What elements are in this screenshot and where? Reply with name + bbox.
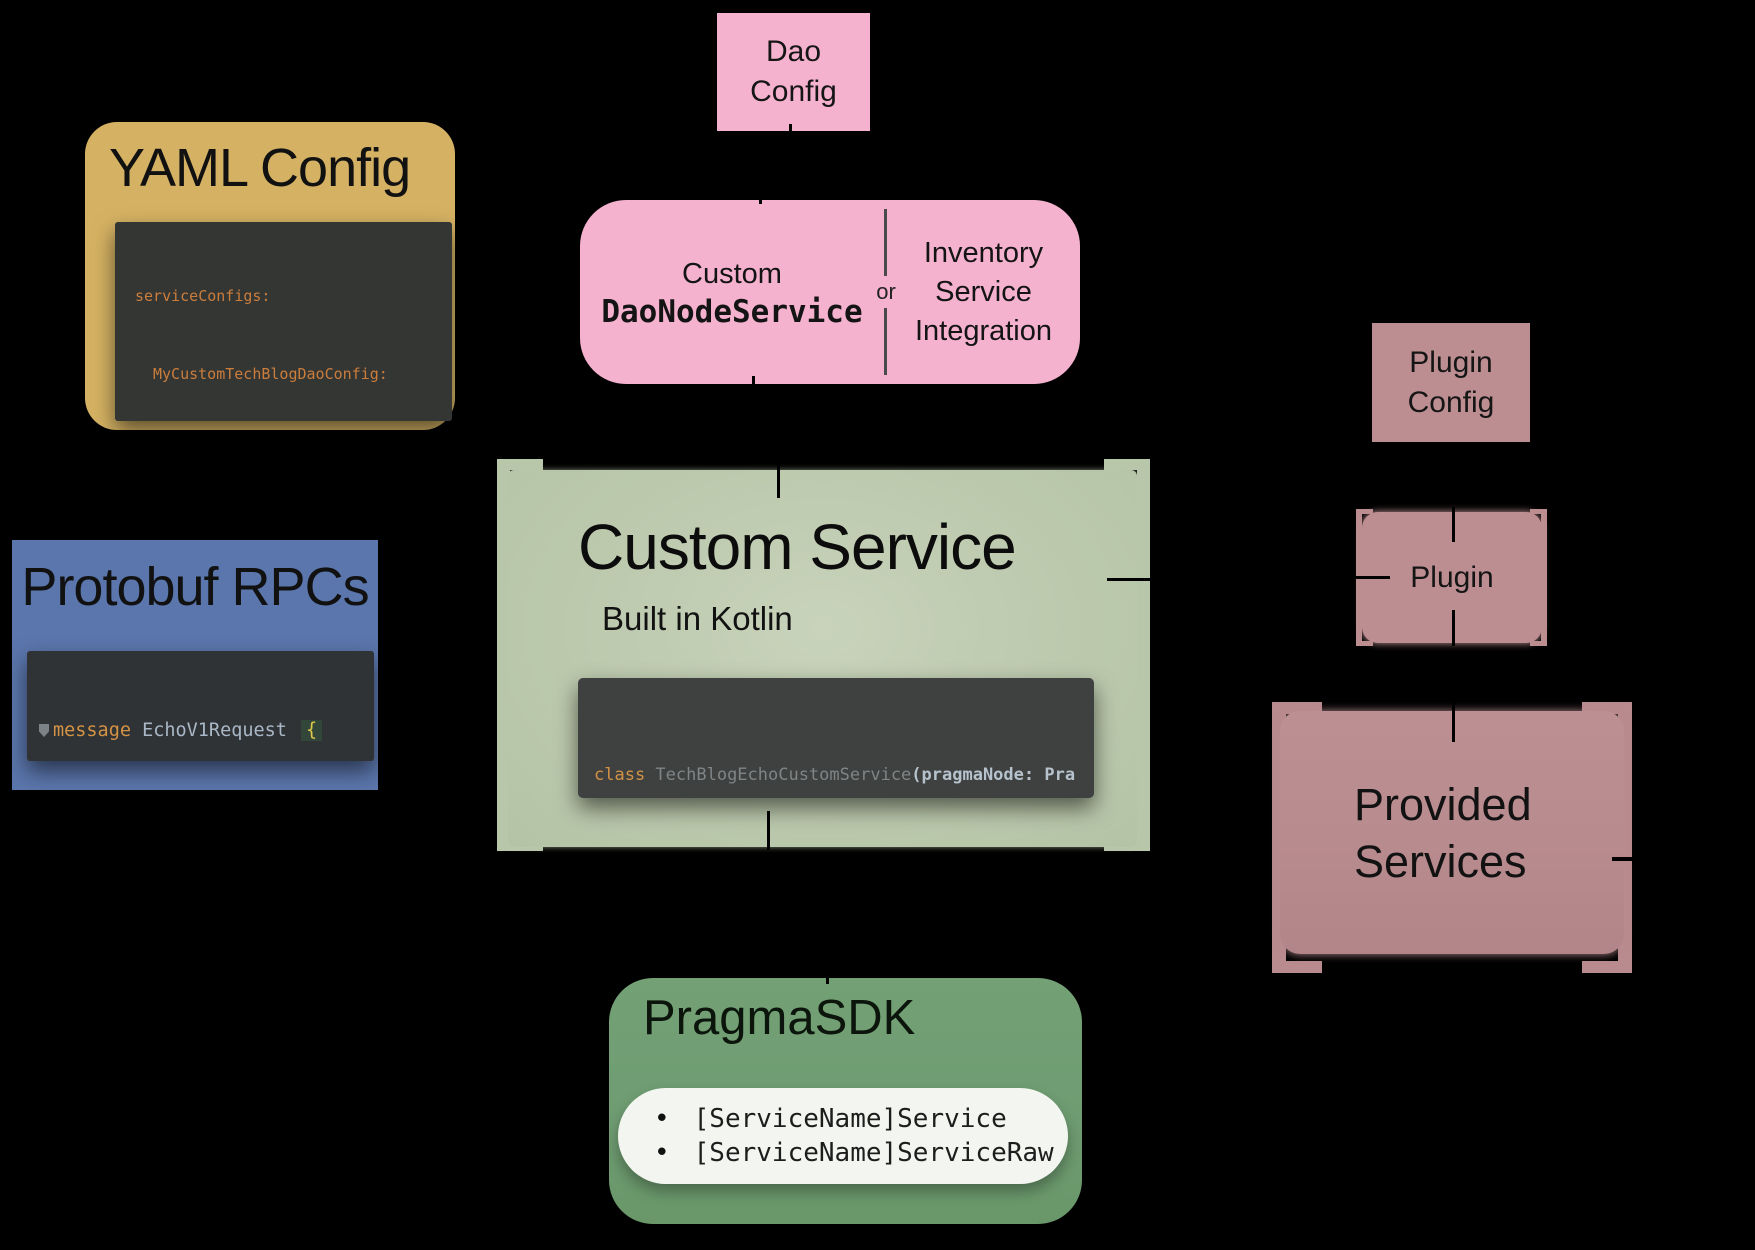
plugin-right-bracket (1530, 509, 1547, 646)
connector-tick (1452, 610, 1455, 646)
node-custom-service: Custom Service Built in Kotlin class Tec… (508, 470, 1137, 847)
custom-service-title: Custom Service (578, 511, 1017, 583)
sdk-services-list: • [ServiceName]Service • [ServiceName]Se… (618, 1088, 1068, 1184)
yaml-config-title: YAML Config (109, 138, 411, 198)
kotlin-code-block: class TechBlogEchoCustomService(pragmaNo… (578, 678, 1094, 798)
connector-tick (1612, 857, 1642, 861)
yaml-code-line: MyCustomTechBlogDaoConfig: (153, 365, 388, 383)
gutter-marker-icon (39, 724, 49, 737)
node-plugin-config: Plugin Config (1372, 323, 1530, 442)
node-dao-config: Dao Config (717, 13, 870, 131)
connector-tick (759, 192, 762, 204)
connector-tick (826, 972, 829, 984)
daonodeservice-label: DaoNodeService (601, 294, 863, 330)
provided-services-label: Provided Services (1354, 778, 1532, 887)
proto-code-line: message EchoV1Request { (38, 716, 374, 745)
inventory-service-label: Inventory Service Integration (914, 236, 1053, 347)
sdk-list-item: • [ServiceName]ServiceRaw (654, 1136, 1068, 1170)
connector-tick (1107, 578, 1152, 581)
node-provided-services: Provided Services (1280, 711, 1624, 954)
plugin-label: Plugin (1410, 560, 1494, 594)
sdk-list-item: • [ServiceName]Service (654, 1102, 1068, 1136)
bullet-icon: • (654, 1138, 670, 1168)
node-pragma-sdk: PragmaSDK • [ServiceName]Service • [Serv… (609, 978, 1082, 1224)
pragma-sdk-title: PragmaSDK (643, 991, 916, 1045)
sdk-item-label: [ServiceName]Service (693, 1104, 1007, 1134)
kotlin-code-line: class TechBlogEchoCustomService(pragmaNo… (594, 765, 1076, 785)
yaml-code-line: serviceConfigs: (135, 287, 271, 305)
dao-config-label: Dao Config (750, 35, 837, 108)
node-yaml-config: YAML Config serviceConfigs: MyCustomTech… (85, 122, 455, 430)
or-label: or (862, 276, 910, 308)
sdk-item-label: [ServiceName]ServiceRaw (693, 1138, 1054, 1168)
plugin-config-label: Plugin Config (1407, 345, 1495, 419)
connector-tick (767, 811, 770, 850)
connector-tick (1452, 700, 1455, 742)
connector-tick (1452, 507, 1455, 542)
node-service-choice: Custom DaoNodeService or Inventory Servi… (580, 200, 1080, 384)
custom-service-subtitle: Built in Kotlin (602, 600, 793, 637)
protobuf-title: Protobuf RPCs (21, 557, 369, 617)
node-protobuf-rpcs: Protobuf RPCs message EchoV1Request { op… (12, 540, 378, 790)
custom-daonodeservice-cell: Custom DaoNodeService (580, 200, 884, 384)
custom-label: Custom (682, 258, 782, 290)
yaml-code-block: serviceConfigs: MyCustomTechBlogDaoConfi… (115, 222, 452, 421)
protobuf-code-block: message EchoV1Request { option (pragma.p… (27, 651, 374, 761)
connector-tick (789, 124, 792, 137)
bullet-icon: • (654, 1104, 670, 1134)
connector-tick (1348, 576, 1390, 579)
connector-tick (752, 376, 755, 390)
inventory-service-cell: Inventory Service Integration (887, 200, 1080, 384)
connector-tick (777, 461, 780, 498)
